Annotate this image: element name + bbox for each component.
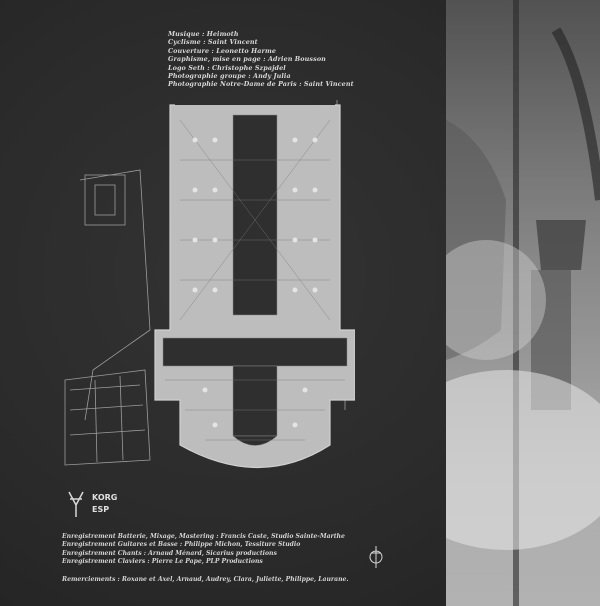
pillar	[312, 137, 318, 143]
cathedral-photo	[446, 0, 600, 606]
credit-line: Cyclisme : Saint Vincent	[168, 38, 258, 47]
pillar	[192, 287, 198, 293]
site-outline	[79, 169, 151, 421]
pillar	[292, 422, 298, 428]
band-logo	[68, 491, 84, 517]
annex-room	[94, 184, 116, 216]
pillar	[302, 387, 308, 393]
credit-line: Couverture : Leonetto Harme	[168, 46, 276, 55]
pillar	[212, 287, 218, 293]
pillar	[192, 237, 198, 243]
sponsor-logos: KORG ESP	[92, 492, 117, 516]
central-nave	[232, 114, 278, 316]
pillar	[192, 187, 198, 193]
sigil-icon	[369, 546, 383, 568]
photo-texture	[446, 0, 600, 606]
sacristy-walls	[69, 375, 146, 463]
pillar	[212, 137, 218, 143]
pillar	[192, 137, 198, 143]
esp-logo: ESP	[92, 505, 110, 514]
korg-logo: KORG	[92, 493, 118, 502]
thanks-line: Remerciements : Roxane et Axel, Arnaud, …	[62, 576, 349, 583]
credit-line: Musique : Heimoth	[168, 30, 239, 38]
cathedral-floor-plan	[64, 100, 355, 468]
choir-ribs	[165, 379, 345, 441]
recording-credits: Enregistrement Batterie, Mixage, Masteri…	[62, 533, 362, 566]
pillar	[212, 187, 218, 193]
credit-line: Logo Seth : Christophe Szpajdel	[168, 63, 286, 72]
sacristy-outline	[64, 369, 151, 466]
pillar	[212, 422, 218, 428]
recording-line: Enregistrement Batterie, Mixage, Masteri…	[62, 533, 345, 540]
pillar	[292, 287, 298, 293]
recording-line: Enregistrement Chants : Arnaud Ménard, S…	[62, 549, 277, 557]
pillar	[292, 237, 298, 243]
credits-block: Musique : Heimoth Cyclisme : Saint Vince…	[168, 30, 428, 89]
vault-ribs	[179, 119, 331, 321]
choir	[232, 365, 278, 437]
recording-line: Enregistrement Guitares et Basse : Phili…	[62, 541, 301, 549]
pillar	[212, 237, 218, 243]
pillar	[312, 187, 318, 193]
pillar	[312, 237, 318, 243]
pillar	[292, 187, 298, 193]
credit-line: Photographie groupe : Andy Julia	[168, 72, 291, 81]
credit-line: Photographie Notre-Dame de Paris : Saint…	[168, 80, 354, 89]
recording-line: Enregistrement Claviers : Pierre Le Pape…	[62, 557, 263, 565]
pillar	[292, 137, 298, 143]
apse	[232, 435, 278, 446]
pillar	[202, 387, 208, 393]
band-logo-mark	[68, 491, 84, 517]
credit-line: Graphisme, mise en page : Adrien Bousson	[168, 55, 326, 64]
annex-building	[84, 174, 126, 226]
transept	[162, 337, 348, 367]
pillar	[312, 287, 318, 293]
